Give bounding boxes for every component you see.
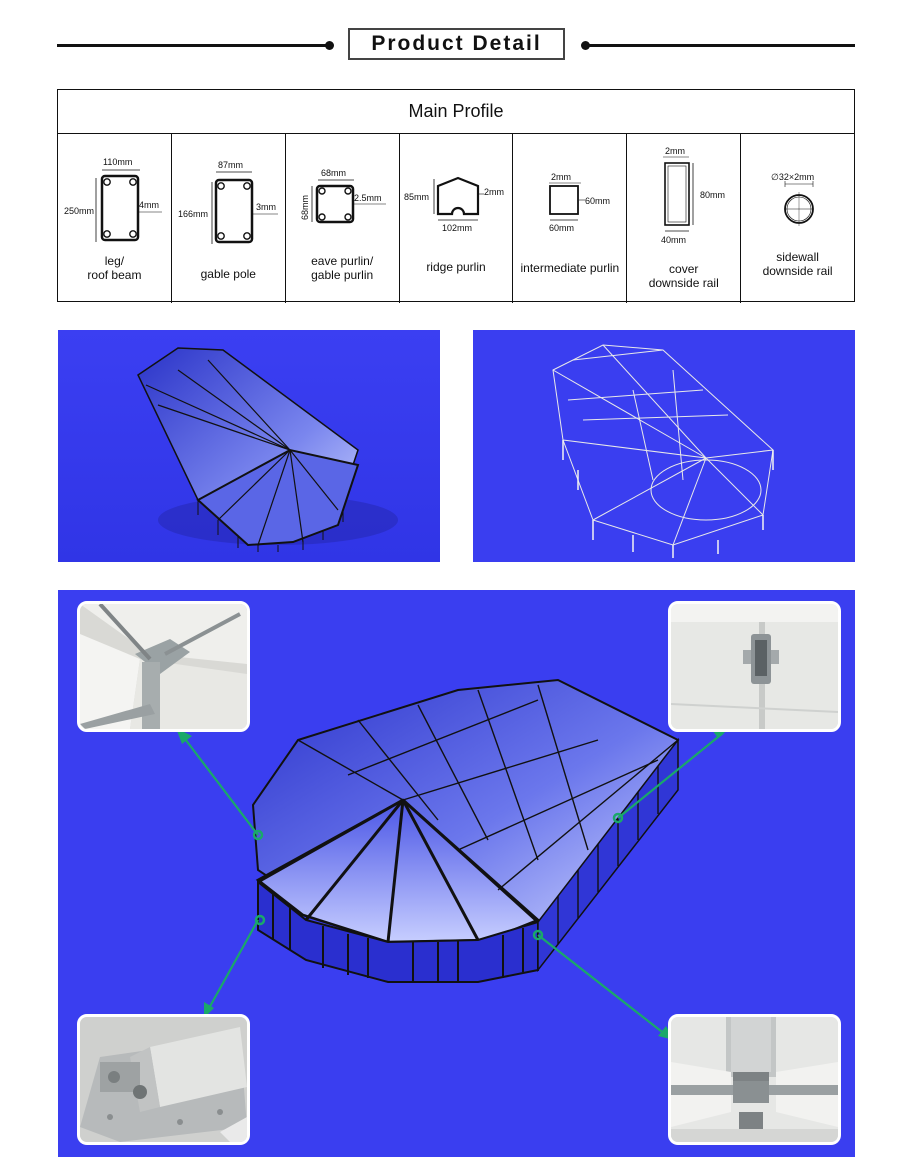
svg-text:80mm: 80mm [700, 190, 725, 200]
profile-label-downside-rail: downside rail [648, 276, 719, 290]
leg-profile-drawing: 110mm 250mm 4mm [64, 157, 162, 242]
profile-label-intermediate-purlin: intermediate purlin [520, 261, 620, 275]
profile-label-sidewall: sidewall [776, 250, 819, 264]
svg-text:2.5mm: 2.5mm [354, 193, 382, 203]
svg-text:250mm: 250mm [64, 206, 94, 216]
profile-cell-eave-purlin: 68mm 68mm 2.5mm eave purlin/ gable purli… [286, 134, 400, 303]
profile-cell-sidewall-rail: ∅32×2mm sidewall downside rail [741, 134, 854, 303]
header-rule-right [586, 44, 855, 47]
profile-cell-ridge-purlin: 85mm 2mm 102mm ridge purlin [400, 134, 514, 303]
detail-photo-buckle [668, 601, 841, 732]
svg-text:2mm: 2mm [484, 187, 504, 197]
profile-cell-gable-pole: 87mm 166mm 3mm gable pole [172, 134, 286, 303]
tent-detail-panel [58, 590, 855, 1157]
svg-text:87mm: 87mm [218, 160, 243, 170]
svg-text:∅32×2mm: ∅32×2mm [771, 172, 814, 182]
svg-text:60mm: 60mm [549, 223, 574, 233]
profile-label-roof-beam: roof beam [87, 268, 142, 282]
tent-render-covered [58, 330, 440, 562]
svg-text:85mm: 85mm [404, 192, 429, 202]
profile-label-sidewall-downside-rail: downside rail [762, 264, 833, 278]
svg-text:4mm: 4mm [139, 200, 159, 210]
profile-label-gable-purlin: gable purlin [311, 268, 374, 282]
header-dot-right [581, 41, 590, 50]
tent-covered-illustration [58, 330, 440, 562]
profile-cell-intermediate-purlin: 2mm 60mm 60mm intermediate purlin [513, 134, 628, 303]
profile-label-cover: cover [669, 262, 699, 276]
profile-cell-cover-rail: 2mm 80mm 40mm cover downside rail [627, 134, 742, 303]
main-profile-table: Main Profile 110mm 250mm 4mm leg/ roof b… [57, 89, 855, 303]
svg-text:110mm: 110mm [103, 157, 132, 167]
detail-photo-sidewall-rail [668, 1014, 841, 1145]
svg-text:2mm: 2mm [665, 146, 685, 156]
profile-label-leg: leg/ [104, 254, 125, 268]
detail-photo-roof-joint [77, 601, 250, 732]
svg-text:68mm: 68mm [321, 168, 346, 178]
detail-photo-base-plate [77, 1014, 250, 1145]
svg-text:166mm: 166mm [178, 209, 208, 219]
svg-text:60mm: 60mm [585, 196, 610, 206]
profile-label-gable-pole: gable pole [200, 267, 256, 281]
svg-text:102mm: 102mm [442, 223, 472, 233]
svg-text:2mm: 2mm [551, 172, 571, 182]
tent-render-frame [473, 330, 855, 562]
svg-text:3mm: 3mm [256, 202, 276, 212]
ridge-purlin-profile-drawing: 85mm 2mm 102mm [404, 176, 504, 233]
header-rule-left [57, 44, 329, 47]
gable-pole-profile-drawing: 87mm 166mm 3mm [178, 160, 278, 244]
page-title: Product Detail [348, 28, 565, 60]
svg-text:40mm: 40mm [661, 235, 686, 245]
intermediate-purlin-profile-drawing: 2mm 60mm 60mm [549, 172, 610, 233]
cover-rail-profile-drawing: 2mm 80mm 40mm [661, 146, 725, 245]
profile-label-eave-purlin: eave purlin/ [311, 254, 374, 268]
profile-label-ridge-purlin: ridge purlin [426, 260, 486, 274]
header-dot-left [325, 41, 334, 50]
eave-purlin-profile-drawing: 68mm 68mm 2.5mm [300, 168, 386, 224]
sidewall-rail-profile-drawing: ∅32×2mm [771, 172, 814, 226]
profile-cell-leg: 110mm 250mm 4mm leg/ roof beam [58, 134, 172, 303]
profile-row: 110mm 250mm 4mm leg/ roof beam 87mm 166m… [58, 134, 854, 303]
tent-frame-illustration [473, 330, 855, 562]
svg-text:68mm: 68mm [300, 195, 310, 220]
table-title: Main Profile [58, 90, 854, 134]
